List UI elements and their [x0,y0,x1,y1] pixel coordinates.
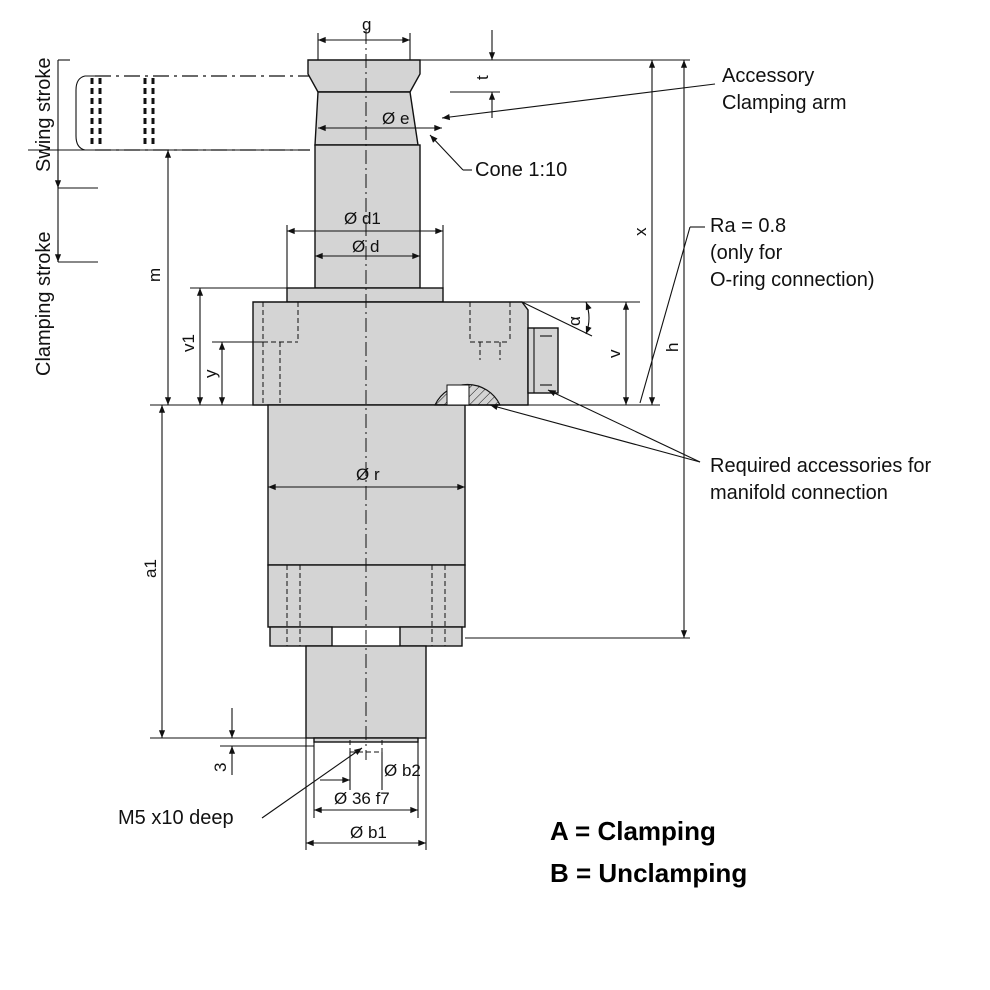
dim-alpha: α [565,316,584,326]
piston-cap [307,59,421,93]
side-fitting [527,327,559,394]
piston-collar [286,287,444,303]
swing-stroke-label: Swing stroke [33,58,55,173]
dim-m: m [145,268,164,282]
dim-x: x [631,227,650,236]
dim-r: Ø r [356,465,380,484]
dim-a1: a1 [141,559,160,578]
dim-b2: Ø b2 [384,761,421,780]
accessory-label-line2: Clamping arm [722,92,846,114]
dim-v: v [605,349,624,358]
ra-label-line1: Ra = 0.8 [710,215,786,237]
dim-e: Ø e [382,109,409,128]
dim-b1: Ø b1 [350,823,387,842]
dimension-lines [150,30,690,850]
dim-v1: v1 [179,334,198,352]
dim-d: Ø d [352,237,379,256]
required-label-line1: Required accessories for [710,455,932,477]
stroke-dimension-lines [28,59,300,263]
dim-y: y [201,369,220,378]
hidden-lines [262,302,511,753]
bolt-head-left [269,626,333,647]
dim-h: h [663,343,682,352]
dim-d1: Ø d1 [344,209,381,228]
dim-g: g [362,15,371,34]
clamping-arm-outline [75,75,310,151]
ra-label-line3: O-ring connection) [710,269,875,291]
legend-b: B = Unclamping [550,858,747,888]
thread-label: M5 x10 deep [118,807,234,829]
leader-lines [261,83,716,819]
bolt-head-right [399,626,463,647]
legend-a: A = Clamping [550,816,716,846]
clamping-stroke-label: Clamping stroke [33,231,55,376]
piston-shaft [314,144,421,289]
dim-3: 3 [211,763,230,772]
ra-label-line2: (only for [710,242,783,264]
accessory-label-line1: Accessory [722,65,814,87]
dim-36f7: Ø 36 f7 [334,789,390,808]
cone-label: Cone 1:10 [475,159,567,181]
required-label-line2: manifold connection [710,482,888,504]
dim-t: t [473,75,492,80]
